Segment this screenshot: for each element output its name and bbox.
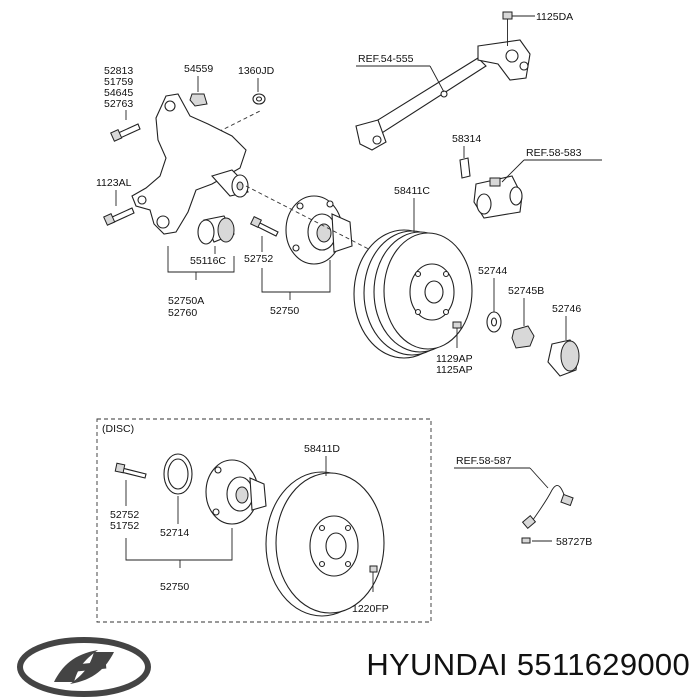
axle-beam: [355, 39, 531, 151]
label-52760: 52760: [168, 307, 197, 319]
nut-52745B: [511, 325, 535, 349]
label-55116C: 55116C: [190, 255, 226, 267]
hub-bolt-52752: [249, 215, 279, 237]
label-52750-drum: 52750: [270, 305, 299, 317]
screw-1220FP: [369, 565, 378, 592]
nut-54559: [189, 93, 208, 107]
washer-52744: [486, 311, 502, 333]
label-52750A: 52750A: [168, 295, 204, 307]
label-1125AP: 1125AP: [436, 364, 473, 376]
label-52744: 52744: [478, 265, 507, 277]
label-54559: 54559: [184, 63, 213, 75]
label-52813: 52813: [104, 65, 133, 77]
disc-variant-box: [96, 418, 432, 623]
label-52763: 52763: [104, 98, 133, 110]
label-1125DA: 1125DA: [536, 11, 573, 23]
label-52746: 52746: [552, 303, 581, 315]
hub-bolt-52752-disc: [114, 462, 147, 479]
brake-disc-58411D: [265, 471, 385, 617]
exploded-parts-diagram: 1125DA REF.54-555 52813 51759 54645 5276…: [96, 11, 602, 623]
label-52714: 52714: [160, 527, 189, 539]
label-52745B: 52745B: [508, 285, 544, 297]
label-51752: 51752: [110, 520, 139, 532]
hub-52750-disc: [205, 459, 267, 525]
label-ref-58-583: REF.58-583: [526, 147, 582, 159]
label-58314: 58314: [452, 133, 481, 145]
wheel-cylinder: [473, 175, 523, 219]
label-52752-drum: 52752: [244, 253, 273, 265]
steering-knuckle: [131, 93, 249, 235]
seal-52714: [163, 453, 193, 495]
hub-52750: [285, 195, 353, 265]
label-1360JD: 1360JD: [238, 65, 275, 77]
bolt-1125DA: [502, 11, 535, 46]
label-58411D: 58411D: [304, 443, 340, 455]
cap-52746: [547, 339, 580, 377]
label-54645: 54645: [104, 87, 133, 99]
label-disc: (DISC): [102, 423, 134, 435]
label-58411C: 58411C: [394, 185, 430, 197]
label-51759: 51759: [104, 76, 133, 88]
bolt-1123AL: [103, 207, 135, 226]
label-ref-58-587: REF.58-587: [456, 455, 512, 467]
bushing-55116C: [197, 215, 235, 245]
label-58727B: 58727B: [556, 536, 592, 548]
clip-58727B: [521, 537, 531, 544]
brand-part-number-text: HYUNDAI 5511629000: [366, 647, 690, 682]
label-1220FP: 1220FP: [352, 603, 389, 615]
brake-hose: [521, 485, 574, 529]
label-52752-disc: 52752: [110, 509, 139, 521]
label-ref-54-555: REF.54-555: [358, 53, 414, 65]
label-52750-disc: 52750: [160, 581, 189, 593]
bolt-52813: [110, 123, 141, 142]
washer-1360JD: [252, 93, 266, 105]
brake-drum-58411C: [353, 229, 473, 359]
label-1123AL: 1123AL: [96, 177, 132, 189]
label-1129AP: 1129AP: [436, 353, 473, 365]
bleeder-58314: [459, 157, 471, 179]
hyundai-logo-icon: [17, 637, 151, 697]
screw-1129AP: [452, 321, 462, 348]
